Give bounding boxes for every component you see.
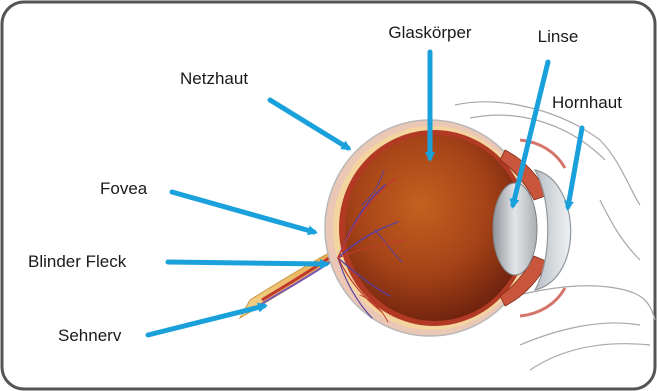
label-glaskoerper: Glaskörper [388,23,471,42]
label-hornhaut: Hornhaut [552,93,622,112]
label-blinder-fleck: Blinder Fleck [28,252,127,271]
label-netzhaut: Netzhaut [180,69,248,88]
label-fovea: Fovea [100,179,148,198]
arrow-blinder-fleck [168,262,326,264]
label-linse: Linse [538,27,579,46]
label-sehnerv: Sehnerv [58,326,122,345]
